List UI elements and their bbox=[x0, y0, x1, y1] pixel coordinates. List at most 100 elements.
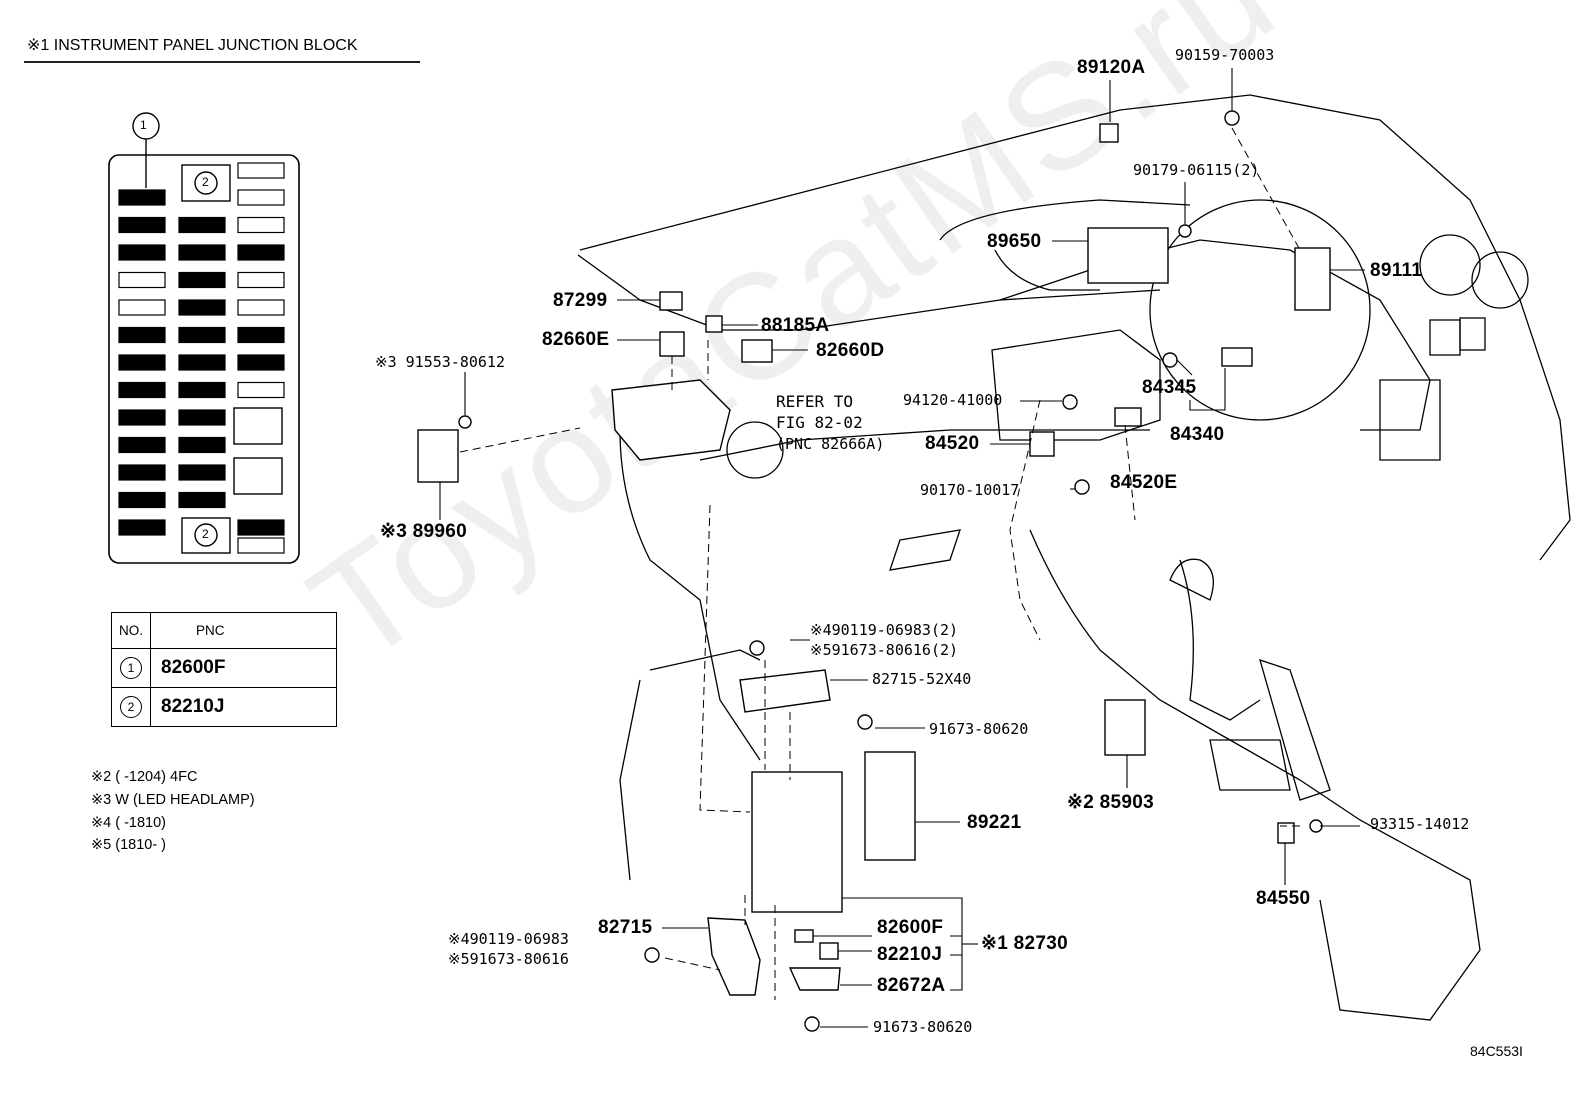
refer-line-1: REFER TO bbox=[776, 392, 854, 411]
label-89111: 89111 bbox=[1370, 260, 1423, 281]
row-number: 1 bbox=[120, 657, 142, 679]
label-90159-70003: 90159-70003 bbox=[1175, 46, 1275, 64]
part-82672A-shape bbox=[788, 967, 841, 991]
part-89960-shape bbox=[417, 429, 459, 483]
refer-line-3: (PNC 82666A) bbox=[776, 435, 885, 453]
label-93315-14012: 93315-14012 bbox=[1370, 815, 1470, 833]
fuse-filled bbox=[178, 464, 226, 481]
ign-switch-ring bbox=[726, 421, 784, 479]
fuse-empty bbox=[118, 299, 166, 316]
relay-box-bottom bbox=[181, 517, 231, 554]
fuse-filled bbox=[118, 519, 166, 536]
label-84550: 84550 bbox=[1256, 888, 1311, 909]
fuse-empty bbox=[237, 299, 285, 316]
part-91673-shape bbox=[857, 714, 873, 730]
center-console-left bbox=[619, 429, 761, 761]
label-82210J: 82210J bbox=[877, 944, 943, 965]
part-89111-shape bbox=[1294, 247, 1331, 311]
part-89120A-shape bbox=[1099, 123, 1119, 143]
side-vent bbox=[1379, 379, 1441, 461]
label-91673-80620-b: 91673-80620 bbox=[873, 1018, 973, 1036]
part-88185A-shape bbox=[705, 315, 723, 333]
table-header-no: NO. bbox=[111, 612, 151, 649]
part-89650-shape bbox=[1087, 227, 1169, 284]
relay-block-82666A bbox=[611, 379, 731, 461]
note-2: ※2 ( -1204) 4FC bbox=[91, 769, 198, 785]
relay-number-bottom: 2 bbox=[202, 527, 209, 541]
label-82715: 82715 bbox=[598, 917, 653, 938]
fuse-empty bbox=[237, 537, 285, 554]
part-91553-shape bbox=[458, 415, 472, 429]
label-85903: ※2 85903 bbox=[1067, 792, 1154, 813]
part-82660E-shape bbox=[659, 331, 685, 357]
fuse-grid bbox=[118, 162, 285, 554]
part-91673c-shape bbox=[804, 1016, 820, 1032]
label-91673-80616-2: ※591673-80616(2) bbox=[810, 641, 959, 659]
label-90119-06983: ※490119-06983 bbox=[448, 930, 569, 948]
label-89120A: 89120A bbox=[1077, 57, 1146, 78]
label-82600F: 82600F bbox=[877, 917, 944, 938]
note-5: ※5 (1810- ) bbox=[91, 837, 167, 853]
fuse-filled bbox=[178, 409, 226, 426]
fuse-filled bbox=[118, 244, 166, 261]
label-90179-06115: 90179-06115(2) bbox=[1133, 161, 1260, 179]
fuse-empty bbox=[237, 189, 285, 206]
fuse-empty bbox=[237, 216, 285, 234]
fuse-filled bbox=[178, 354, 226, 371]
part-90170-shape bbox=[1074, 479, 1090, 495]
junction-block-outline bbox=[108, 154, 300, 564]
part-82660D-shape bbox=[741, 339, 773, 363]
row-pnc: 82210J bbox=[150, 687, 337, 727]
label-89650: 89650 bbox=[987, 231, 1042, 252]
part-82715-shape bbox=[707, 917, 761, 996]
refer-line-2: FIG 82-02 bbox=[776, 413, 863, 432]
part-85903-shape bbox=[1104, 699, 1146, 756]
label-82660E: 82660E bbox=[542, 329, 610, 350]
fuse-filled bbox=[178, 436, 226, 454]
shift-knob bbox=[1169, 558, 1214, 601]
fuse-filled bbox=[118, 381, 166, 399]
fuse-filled bbox=[118, 464, 166, 481]
label-90170-10017: 90170-10017 bbox=[920, 481, 1020, 499]
fuse-filled bbox=[178, 244, 226, 261]
fuse-filled bbox=[118, 189, 166, 206]
label-84520: 84520 bbox=[925, 433, 980, 454]
fuse-filled bbox=[118, 491, 166, 509]
fuse-empty bbox=[118, 271, 166, 289]
fuse-empty bbox=[237, 381, 285, 399]
row-number: 2 bbox=[120, 696, 142, 718]
large-fuse-2 bbox=[233, 457, 283, 495]
dash-top-outline bbox=[579, 94, 1571, 561]
part-94120-shape bbox=[1062, 394, 1078, 410]
fuse-filled bbox=[178, 271, 226, 289]
fuse-filled bbox=[237, 326, 285, 344]
steering-wheel bbox=[1149, 199, 1371, 421]
fuse-filled bbox=[118, 216, 166, 234]
fuse-filled bbox=[118, 409, 166, 426]
label-82730: ※1 82730 bbox=[981, 933, 1068, 954]
fuse-empty bbox=[237, 271, 285, 289]
label-84340: 84340 bbox=[1170, 424, 1225, 445]
label-82660D: 82660D bbox=[816, 340, 885, 361]
part-84345-shape bbox=[1162, 352, 1178, 368]
glove-handle bbox=[889, 529, 961, 571]
part-91673b-shape bbox=[644, 947, 660, 963]
row-pnc: 82600F bbox=[150, 648, 337, 688]
label-89960: ※3 89960 bbox=[380, 521, 467, 542]
part-82600F-shape bbox=[794, 929, 814, 943]
vent-line bbox=[939, 199, 1191, 241]
center-display bbox=[991, 329, 1161, 441]
part-90119-shape bbox=[749, 640, 765, 656]
label-82672A: 82672A bbox=[877, 975, 946, 996]
part-82730-shape bbox=[751, 771, 843, 913]
shifter-boot bbox=[1179, 559, 1261, 721]
fuse-filled bbox=[178, 299, 226, 316]
part-90179-shape bbox=[1178, 224, 1192, 238]
label-91673-80620-a: 91673-80620 bbox=[929, 720, 1029, 738]
label-90119-06983-2: ※490119-06983(2) bbox=[810, 621, 959, 639]
part-84520E-shape bbox=[1114, 407, 1142, 427]
label-89221: 89221 bbox=[967, 812, 1022, 833]
fuse-filled bbox=[118, 354, 166, 371]
